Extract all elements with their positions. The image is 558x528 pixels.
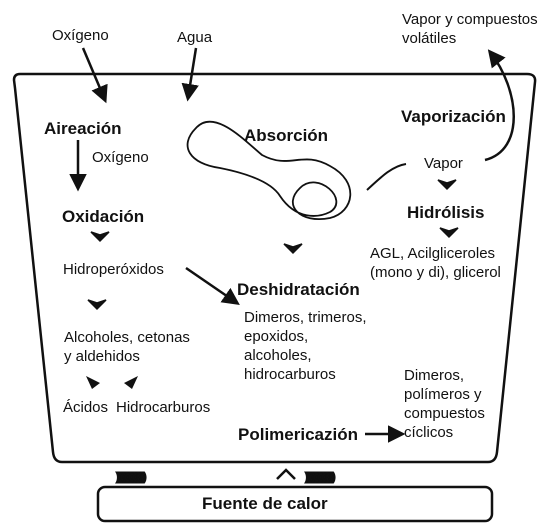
chevron-down-icon-vapor [438, 180, 456, 189]
vapor-curve [367, 164, 406, 190]
vapor-label: Vapor [424, 156, 463, 171]
hydrolysis-label: Hidrólisis [407, 204, 484, 221]
oxygen-inner-label: Oxígeno [92, 150, 149, 165]
absorption-label: Absorción [244, 127, 328, 144]
chevron-down-icon-hydrolysis [440, 228, 458, 237]
oxidation-label: Oxidación [62, 208, 144, 225]
aeration-label: Aireación [44, 120, 121, 137]
chevron-down-icon-oxidation [91, 232, 109, 241]
polymerization-label: Polimericazión [238, 426, 358, 443]
heat-source-label: Fuente de calor [202, 495, 328, 512]
oxygen-input-label: Oxígeno [52, 28, 109, 43]
hydrocarbons-label: Hidrocarburos [116, 400, 210, 415]
acids-label: Ácidos [63, 400, 108, 415]
dehydration-products-label: Dimeros, trimeros, epoxidos, alcoholes, … [244, 308, 367, 384]
heat-waves-right: )))))))))))))))))))))) [304, 469, 333, 484]
chevron-down-icon-absorption [284, 244, 302, 253]
vaporization-label: Vaporización [401, 108, 506, 125]
dehydration-label: Deshidratación [237, 281, 360, 298]
vapor-volatiles-arrow [485, 52, 514, 160]
alcohols-ketones-label: Alcoholes, cetonas y aldehidos [64, 328, 190, 366]
chevron-left-icon-acids [86, 376, 100, 389]
hydrolysis-products-label: AGL, Acilgliceroles (mono y di), glicero… [370, 244, 501, 282]
water-input-label: Agua [177, 30, 212, 45]
vapor-volatiles-label: Vapor y compuestos volátiles [402, 10, 538, 48]
hydroperoxides-label: Hidroperóxidos [63, 262, 164, 277]
heat-waves-left: )))))))))))))))))))))) [115, 469, 144, 484]
hydroperoxides-to-dehydration-arrow [186, 268, 237, 303]
chevron-down-icon-hydroperoxides [88, 300, 106, 309]
polymer-products-label: Dimeros, polímeros y compuestos cíclicos [404, 366, 485, 442]
chevron-right-icon-hydrocarbons [124, 376, 138, 389]
heat-arrow-icon [277, 470, 295, 479]
